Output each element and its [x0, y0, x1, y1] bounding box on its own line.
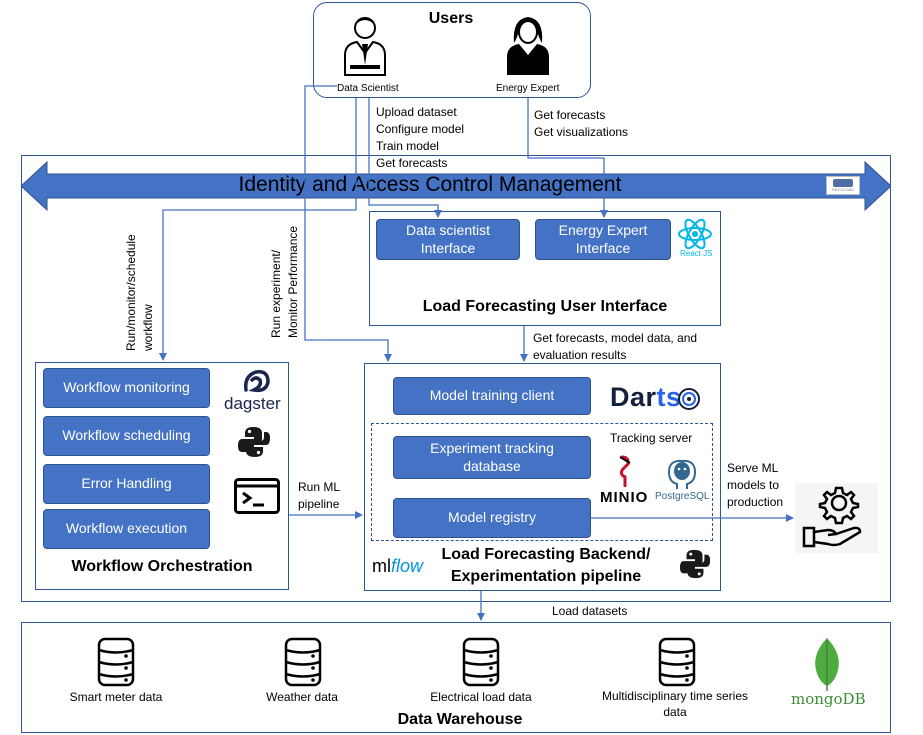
- energy-expert-label: Energy Expert: [496, 83, 560, 94]
- backend-frame: [364, 363, 721, 591]
- react-icon: [678, 218, 712, 250]
- darts-logo: Darts: [610, 381, 682, 413]
- get-forecasts-model-label: Get forecasts, model data, and evaluatio…: [533, 330, 703, 364]
- database-icon-smart-meter: [97, 637, 135, 687]
- backend-title-line1: Load Forecasting Backend/: [441, 546, 651, 563]
- darts-target-icon: [678, 388, 700, 410]
- load-datasets-label: Load datasets: [552, 604, 628, 618]
- mongodb-leaf-icon: [815, 638, 839, 691]
- energy-expert-interface: Energy Expert Interface: [535, 219, 671, 260]
- mlflow-logo: mlflow: [372, 556, 423, 577]
- backend-python-icon: [679, 549, 711, 579]
- postgresql-label: PostgreSQL: [655, 491, 710, 502]
- experiment-tracking-database: Experiment tracking database: [393, 436, 591, 479]
- workflow-execution: Workflow execution: [43, 509, 210, 549]
- serve-models-panel: [795, 483, 878, 553]
- darts-text-a: Dar: [610, 382, 657, 412]
- data-scientist-icon: [344, 17, 386, 76]
- database-icon-multidisciplinary: [658, 637, 696, 687]
- multidisciplinary-label: Multidisciplinary time series data: [601, 689, 749, 719]
- minio-icon: [619, 455, 631, 487]
- keycloak-label: KEYCLOAK: [832, 187, 854, 192]
- data-scientist-action-3: Train model: [376, 139, 439, 153]
- orchestration-title: Workflow Orchestration: [71, 558, 253, 575]
- energy-expert-action-2: Get visualizations: [534, 125, 629, 139]
- minio-label: MINIO: [600, 489, 649, 506]
- warehouse-frame: [21, 622, 891, 733]
- python-icon: [238, 427, 270, 457]
- mongodb-label: mongoDB: [791, 690, 866, 708]
- run-experiment-text: Run experiment/ Monitor Performance: [269, 225, 300, 338]
- get-forecasts-model-text: Get forecasts, model data, and evaluatio…: [533, 331, 698, 362]
- backend-title-line2: Experimentation pipeline: [450, 568, 642, 585]
- error-handling: Error Handling: [43, 464, 210, 504]
- mlflow-text-b: flow: [391, 556, 424, 576]
- data-scientist-action-2: Configure model: [376, 122, 465, 136]
- darts-text-b: ts: [656, 382, 682, 412]
- data-scientist-action-1: Upload dataset: [376, 105, 457, 119]
- model-training-client: Model training client: [393, 377, 591, 415]
- run-monitor-schedule-label: Run/monitor/schedule workflow: [123, 219, 157, 351]
- iam-title: Identity and Access Control Management: [238, 173, 622, 196]
- smart-meter-label: Smart meter data: [69, 690, 163, 704]
- energy-expert-action-1: Get forecasts: [534, 108, 606, 122]
- mlflow-text-a: ml: [372, 556, 391, 576]
- terminal-icon: [234, 478, 280, 514]
- model-registry: Model registry: [393, 498, 591, 538]
- system-frame: [21, 155, 891, 602]
- energy-expert-icon: [507, 17, 549, 75]
- weather-label: Weather data: [266, 690, 338, 704]
- dagster-label: dagster: [224, 394, 281, 413]
- electrical-load-label: Electrical load data: [430, 690, 532, 704]
- gear-hand-icon: [802, 486, 862, 548]
- workflow-scheduling: Workflow scheduling: [43, 416, 210, 456]
- dagster-icon: [243, 369, 270, 393]
- workflow-monitoring: Workflow monitoring: [43, 368, 210, 408]
- data-scientist-label: Data Scientist: [337, 83, 399, 94]
- postgresql-icon: [667, 459, 697, 489]
- serve-ml-models-label: Serve ML models to production: [727, 461, 784, 509]
- warehouse-title: Data Warehouse: [397, 711, 523, 728]
- react-label: React JS: [680, 249, 713, 258]
- run-experiment-label: Run experiment/ Monitor Performance: [268, 214, 302, 338]
- run-monitor-schedule-text: Run/monitor/schedule workflow: [124, 234, 155, 351]
- data-scientist-interface: Data scientist Interface: [376, 219, 520, 260]
- users-title: Users: [428, 10, 474, 27]
- database-icon-weather: [284, 637, 322, 687]
- database-icon-electrical-load: [462, 637, 500, 687]
- run-ml-pipeline-label: Run ML pipeline: [298, 480, 340, 511]
- keycloak-logo: KEYCLOAK: [826, 176, 860, 195]
- orchestration-frame: [35, 362, 289, 590]
- tracking-server-label: Tracking server: [610, 431, 693, 445]
- tracking-server-frame: [371, 423, 713, 541]
- ui-title: Load Forecasting User Interface: [422, 298, 668, 315]
